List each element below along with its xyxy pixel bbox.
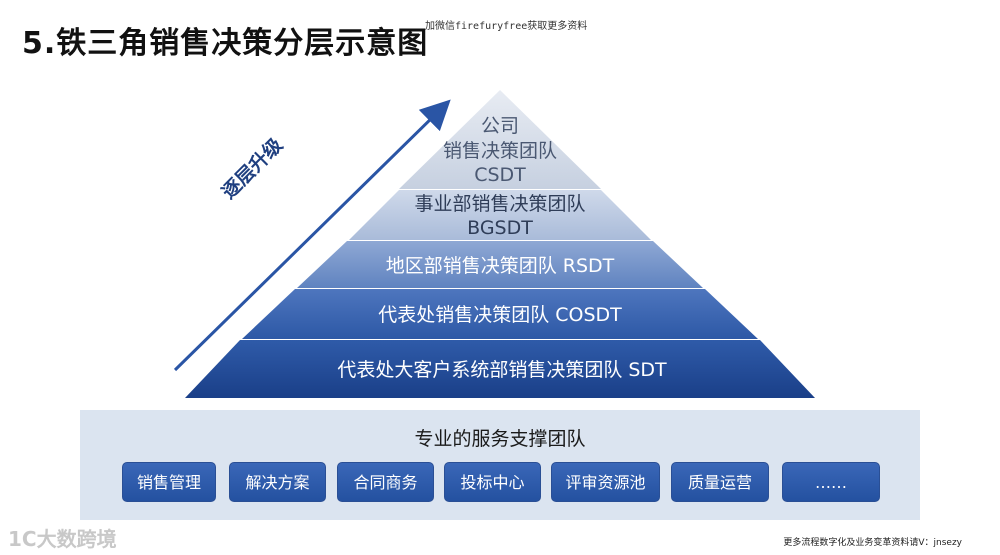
support-item-review-pool: 评审资源池 [551,462,660,502]
support-items: 销售管理 解决方案 合同商务 投标中心 评审资源池 质量运营 …… [122,462,882,504]
level-4-label: 代表处销售决策团队 COSDT [378,304,622,326]
support-item-solutions: 解决方案 [229,462,326,502]
level-2-line-2: BGSDT [467,217,533,239]
brand-logo: 1C大数跨境 [8,527,117,551]
pyramid-level-1 [399,90,601,189]
support-title: 专业的服务支撑团队 [414,428,586,450]
level-2-line-1: 事业部销售决策团队 [414,193,585,215]
pyramid-level-5 [185,340,815,398]
support-item-quality-ops: 质量运营 [671,462,769,502]
level-5-label: 代表处大客户系统部销售决策团队 SDT [337,359,667,381]
support-team-panel: 专业的服务支撑团队 销售管理 解决方案 合同商务 投标中心 评审资源池 质量运营… [80,410,920,520]
support-item-sales-management: 销售管理 [122,462,216,502]
level-1-line-3: CSDT [474,164,526,186]
pyramid-level-2 [349,190,651,240]
escalation-arrow [173,99,451,372]
level-1-line-1: 公司 [481,115,519,137]
support-item-contracts: 合同商务 [337,462,434,502]
level-3-label: 地区部销售决策团队 RSDT [386,255,615,277]
watermark-top: 加微信firefuryfree获取更多资料 [425,21,588,32]
support-item-bidding-center: 投标中心 [444,462,541,502]
page-title: 5.铁三角销售决策分层示意图 [22,26,429,61]
support-item-more: …… [782,462,880,502]
pyramid-level-3 [297,241,703,288]
level-1-line-2: 销售决策团队 [443,140,557,162]
watermark-bottom: 更多流程数字化及业务变革资料请V：jnsezy [783,538,962,548]
pyramid-level-4 [242,289,758,339]
